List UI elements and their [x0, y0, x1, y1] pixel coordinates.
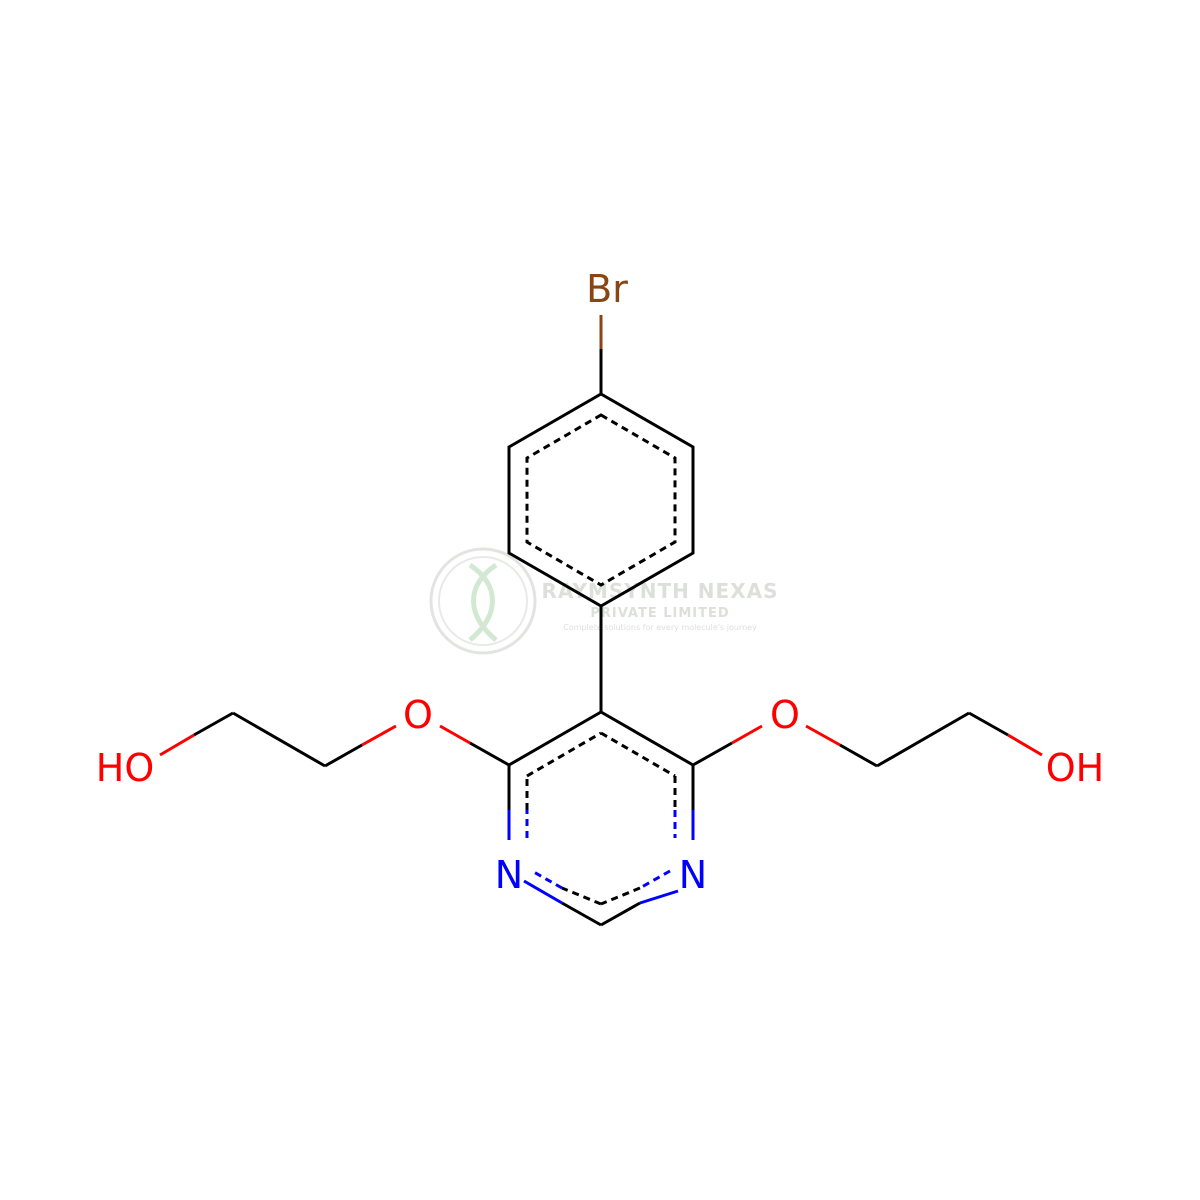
pyrimidine-ring: [507, 710, 695, 927]
atom-label-oxygen-left: O: [403, 693, 433, 737]
watermark-dna-icon: [468, 562, 498, 642]
bond-n1-c2-blue: [639, 889, 679, 905]
benzene-ring-outline: [507, 392, 695, 608]
bond-c2-n3-black: [561, 901, 602, 927]
benzene-ring: [507, 392, 695, 608]
bond-c5-c6: [600, 710, 694, 767]
benzene-aromatic-dashes: [525, 413, 677, 587]
bond-n1-c2-black: [600, 901, 641, 927]
watermark-logo-inner-ring: [438, 556, 528, 646]
pyrimidine-aromatic-dashes: [525, 731, 677, 906]
watermark-tagline: Complete solutions for every molecule's …: [563, 623, 757, 632]
watermark-logo-ring: [429, 547, 537, 655]
atom-label-nitrogen-right: N: [679, 853, 707, 897]
atom-label-bromine: Br: [586, 267, 628, 311]
atom-label-hydroxyl-right: OH: [1046, 746, 1104, 790]
watermark: RAYMSYNTH NEXAS PRIVATE LIMITED Complete…: [429, 547, 778, 655]
watermark-title: RAYMSYNTH NEXAS: [541, 579, 778, 603]
atom-label-oxygen-right: O: [770, 693, 800, 737]
watermark-subtitle: PRIVATE LIMITED: [590, 606, 729, 621]
bond-c4-c5: [508, 710, 602, 767]
right-hydroxyethoxy-chain: [692, 711, 1043, 768]
atom-label-nitrogen-left: N: [495, 853, 523, 897]
left-hydroxyethoxy-chain: [159, 711, 510, 768]
bond-c2-n3-blue: [523, 879, 563, 905]
atom-label-hydroxyl-left: HO: [96, 746, 154, 790]
